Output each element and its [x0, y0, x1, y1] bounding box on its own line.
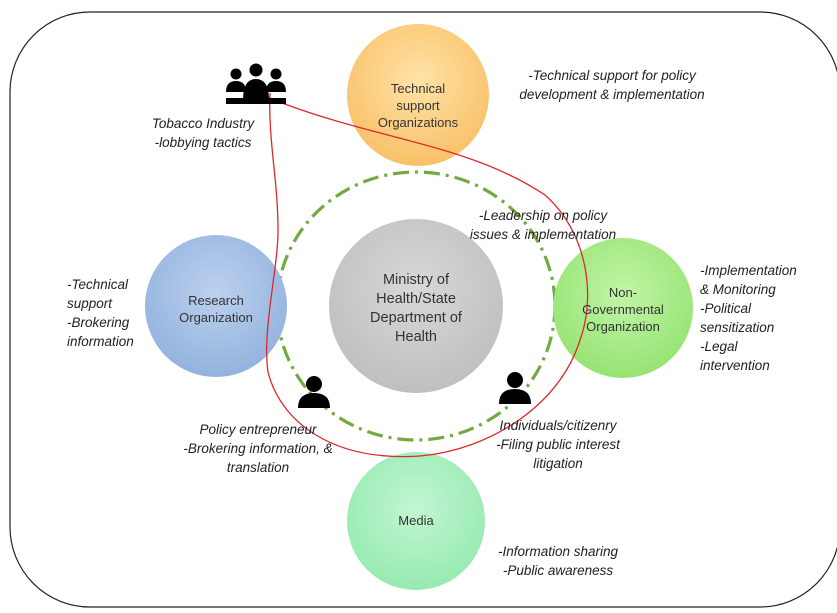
annotation-line: Individuals/citizenry	[499, 418, 617, 433]
media-node	[347, 452, 485, 590]
leadership-annotation: -Leadership on policy issues & implement…	[448, 206, 638, 244]
annotation-line: litigation	[533, 456, 583, 471]
annotation-line: information	[67, 334, 134, 349]
annotation-line: -lobbying tactics	[154, 135, 252, 150]
technical-support-annotation: -Technical support for policy developmen…	[497, 66, 727, 104]
annotation-line: Policy entrepreneur	[199, 422, 317, 437]
policy-entrepreneur-annotation: Policy entrepreneur -Brokering informati…	[168, 420, 348, 477]
annotation-line: development & implementation	[519, 87, 705, 102]
person-icon	[298, 376, 330, 408]
annotation-line: -Brokering	[67, 315, 130, 330]
annotation-line: -Legal	[700, 339, 738, 354]
media-roles-annotation: -Information sharing -Public awareness	[473, 542, 643, 580]
annotation-line: translation	[226, 460, 290, 475]
research-organization-node	[145, 235, 287, 377]
ministry-node	[329, 219, 503, 393]
ngo-label: Non- Governmental Organization	[563, 284, 683, 335]
node-line: support	[396, 98, 440, 113]
node-line: Research	[188, 293, 244, 308]
annotation-line: -Technical support for policy	[528, 68, 696, 83]
media-label: Media	[356, 512, 476, 529]
annotation-line: -Information sharing	[497, 544, 619, 559]
technical-support-label: Technical support Organizations	[358, 80, 478, 131]
node-line: Health	[395, 329, 437, 345]
annotation-line: -Implementation	[700, 263, 797, 278]
node-line: Governmental	[582, 302, 664, 317]
tobacco-industry-annotation: Tobacco Industry -lobbying tactics	[128, 114, 278, 152]
node-line: Media	[398, 513, 434, 528]
research-organization-label: Research Organization	[156, 292, 276, 326]
person-icon	[499, 372, 531, 404]
technical-support-node	[347, 24, 489, 166]
node-line: Non-	[608, 285, 638, 300]
annotation-line: & Monitoring	[700, 282, 776, 297]
node-line: Organization	[179, 310, 253, 325]
annotation-line: support	[67, 296, 113, 311]
outer-frame	[9, 11, 837, 608]
annotation-line: issues & implementation	[469, 227, 617, 242]
annotation-line: -Technical	[67, 277, 129, 292]
annotation-line: intervention	[700, 358, 770, 373]
annotation-line: -Leadership on policy	[478, 208, 608, 223]
annotation-line: -Brokering information, &	[183, 441, 333, 456]
individuals-annotation: Individuals/citizenry -Filing public int…	[478, 416, 638, 473]
node-line: Technical	[390, 81, 446, 96]
annotation-line: -Filing public interest	[496, 437, 620, 452]
node-line: Department of	[370, 310, 462, 326]
ngo-node	[553, 238, 693, 378]
annotation-line: sensitization	[700, 320, 775, 335]
annotation-line: -Public awareness	[502, 563, 614, 578]
node-line: Organizations	[377, 115, 459, 130]
research-roles-annotation: -Technical support -Brokering informatio…	[67, 275, 157, 351]
node-line: Health/State	[376, 291, 456, 307]
node-line: Organization	[586, 319, 660, 334]
group-people-icon	[226, 63, 286, 104]
annotation-line: -Political	[700, 301, 752, 316]
ngo-roles-annotation: -Implementation & Monitoring -Political …	[700, 261, 810, 375]
node-line: Ministry of	[382, 272, 450, 288]
annotation-line: Tobacco Industry	[151, 116, 255, 131]
network-path	[254, 91, 589, 458]
ministry-label: Ministry of Health/State Department of H…	[346, 271, 486, 347]
